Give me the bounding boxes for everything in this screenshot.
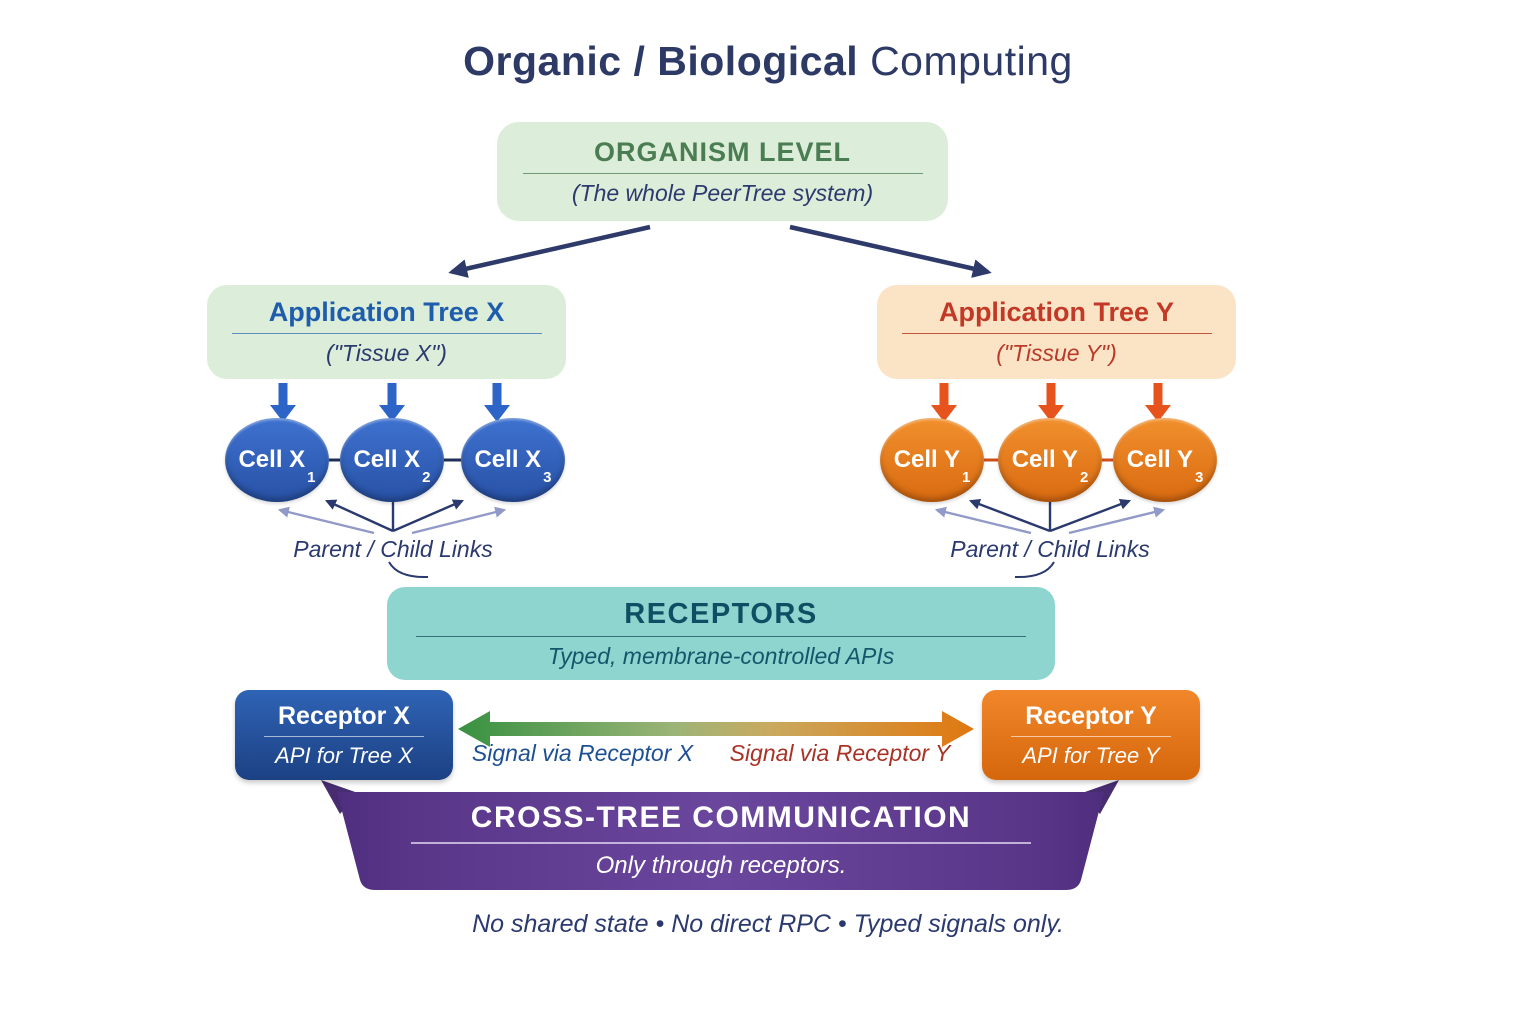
cell-x1-subscript: 1 <box>307 469 316 486</box>
tree-x-to-cells-arrows <box>270 383 510 422</box>
receptor-y-title: Receptor Y <box>1025 701 1157 730</box>
application-tree-y-box: Application Tree Y ("Tissue Y") <box>877 285 1236 379</box>
cell-y1-subscript: 1 <box>961 469 971 486</box>
cell-x2-subscript: 2 <box>422 469 431 486</box>
divider <box>231 333 542 334</box>
cell-y3-subscript: 3 <box>1194 469 1204 486</box>
receptors-title: RECEPTORS <box>624 597 818 630</box>
cell-x3-subscript: 3 <box>543 469 552 486</box>
signal-via-receptor-x-label: Signal via Receptor X <box>471 740 694 766</box>
receptor-x-box: Receptor X API for Tree X <box>235 690 453 780</box>
organism-to-tree-x-arrow <box>448 224 651 278</box>
receptors-box: RECEPTORS Typed, membrane-controlled API… <box>387 587 1055 680</box>
application-tree-y-subtitle: ("Tissue Y") <box>996 340 1117 366</box>
cell-x3-label: Cell X <box>474 446 542 473</box>
cross-tree-banner-text: CROSS-TREE COMMUNICATION Only through re… <box>360 801 1082 880</box>
organism-level-title: ORGANISM LEVEL <box>593 136 851 167</box>
cell-y2-subscript: 2 <box>1079 469 1089 486</box>
signal-via-receptor-y-label: Signal via Receptor Y <box>729 740 951 766</box>
cross-tree-ribbon <box>321 780 1119 890</box>
organism-to-tree-y-arrow <box>789 224 992 278</box>
application-tree-y-title: Application Tree Y <box>938 297 1175 327</box>
cell-y2-label: Cell Y <box>1011 446 1078 473</box>
cross-tree-banner-title: CROSS-TREE COMMUNICATION <box>470 801 972 834</box>
receptor-y-subtitle: API for Tree Y <box>1022 742 1160 768</box>
divider <box>416 635 1026 637</box>
cell-y3-label: Cell Y <box>1126 446 1193 473</box>
parent-child-links-y-arrows <box>934 498 1166 579</box>
receptor-y-box: Receptor Y API for Tree Y <box>982 690 1200 780</box>
parent-child-links-label-x: Parent / Child Links <box>293 536 493 562</box>
application-tree-x-subtitle: ("Tissue X") <box>326 340 447 366</box>
parent-child-links-label-y: Parent / Child Links <box>950 536 1150 562</box>
divider <box>901 333 1212 334</box>
parent-child-links-x-arrows <box>277 499 507 579</box>
cross-tree-banner-subtitle: Only through receptors. <box>595 852 847 879</box>
divider <box>1011 735 1171 737</box>
divider <box>522 172 923 174</box>
cell-x1-label: Cell X <box>238 446 306 473</box>
receptor-x-title: Receptor X <box>278 701 410 730</box>
organism-level-box: ORGANISM LEVEL (The whole PeerTree syste… <box>497 122 948 221</box>
page-title-rest: Computing <box>858 38 1073 84</box>
divider <box>411 842 1031 844</box>
cell-x2-label: Cell X <box>353 446 421 473</box>
application-tree-x-title: Application Tree X <box>268 297 505 327</box>
signal-bidirectional-arrow <box>458 711 974 747</box>
page-title: Organic / Biological Computing <box>0 38 1536 85</box>
receptors-subtitle: Typed, membrane-controlled APIs <box>547 642 895 669</box>
page-title-emphasis: Organic / Biological <box>463 38 859 84</box>
receptor-x-subtitle: API for Tree X <box>275 742 413 768</box>
application-tree-x-box: Application Tree X ("Tissue X") <box>207 285 566 379</box>
divider <box>264 735 424 737</box>
footer-note: No shared state • No direct RPC • Typed … <box>472 910 1064 938</box>
tree-y-to-cells-arrows <box>931 383 1171 422</box>
organism-level-subtitle: (The whole PeerTree system) <box>571 179 874 206</box>
cell-y1-label: Cell Y <box>893 446 960 473</box>
